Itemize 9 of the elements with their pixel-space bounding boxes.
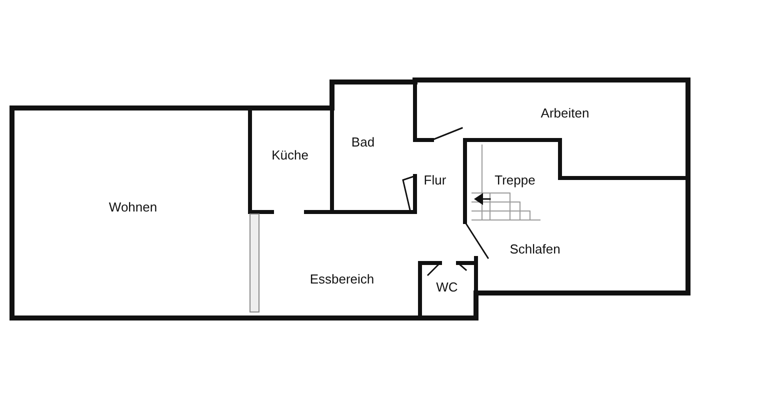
room-label: Flur: [424, 172, 446, 188]
room-label: Wohnen: [108, 200, 158, 214]
room-label: WC: [436, 280, 458, 294]
room-label: Treppe: [494, 172, 536, 188]
room-label: Schlafen: [510, 242, 560, 256]
room-label: Küche: [272, 148, 308, 162]
room-label: Bad: [351, 134, 375, 150]
room-label: Arbeiten: [540, 106, 590, 120]
room-label: Essbereich: [310, 272, 374, 286]
